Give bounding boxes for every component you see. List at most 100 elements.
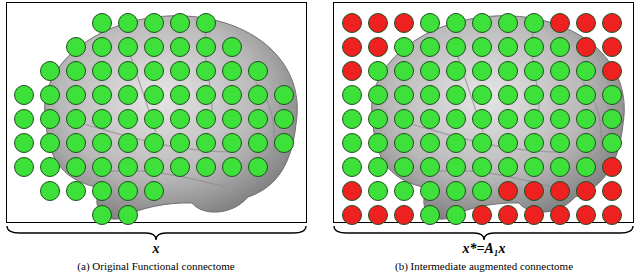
node-dot [171, 134, 190, 153]
node-dot [525, 134, 544, 153]
node-dot [369, 86, 388, 105]
node-dot [577, 62, 596, 81]
node-dot [577, 110, 596, 129]
brain-image [45, 16, 298, 219]
node-dot [171, 14, 190, 33]
node-dot [603, 86, 622, 105]
node-dot [499, 86, 518, 105]
node-dot [473, 62, 492, 81]
node-dot [525, 182, 544, 201]
node-dot [197, 110, 216, 129]
node-dot [93, 206, 112, 225]
node-dot [343, 62, 362, 81]
node-dot [551, 14, 570, 33]
node-dot [67, 182, 86, 201]
node-dot [499, 206, 518, 225]
node-dot [197, 62, 216, 81]
node-dot [603, 38, 622, 57]
node-dot [499, 62, 518, 81]
node-dot [171, 158, 190, 177]
node-dot [421, 182, 440, 201]
node-dot [223, 134, 242, 153]
node-dot [369, 110, 388, 129]
node-dot [577, 158, 596, 177]
caption: (b) Intermediate augmented connectome [395, 261, 573, 272]
node-dot [369, 182, 388, 201]
node-dot [145, 158, 164, 177]
node-dot [171, 38, 190, 57]
node-dot [93, 158, 112, 177]
node-dot [551, 134, 570, 153]
node-dot [145, 14, 164, 33]
node-dot [93, 134, 112, 153]
node-dot [603, 206, 622, 225]
node-dot [473, 14, 492, 33]
node-dot [447, 134, 466, 153]
node-dot [499, 14, 518, 33]
node-dot [551, 158, 570, 177]
node-dot [395, 134, 414, 153]
node-dot [499, 158, 518, 177]
node-dot [603, 134, 622, 153]
node-dot [41, 158, 60, 177]
node-dot [369, 14, 388, 33]
brace [7, 226, 306, 240]
node-dot [525, 14, 544, 33]
node-dot [119, 86, 138, 105]
node-dot [249, 86, 268, 105]
node-dot [395, 110, 414, 129]
caption: (a) Original Functional connectome [77, 261, 234, 272]
node-dot [275, 110, 294, 129]
node-dot [67, 134, 86, 153]
node-dot [223, 110, 242, 129]
node-dot [499, 110, 518, 129]
node-dot [93, 14, 112, 33]
node-dot [171, 110, 190, 129]
node-dot [473, 158, 492, 177]
node-dot [577, 86, 596, 105]
node-dot [447, 86, 466, 105]
node-dot [275, 134, 294, 153]
node-dot [447, 110, 466, 129]
node-dot [369, 158, 388, 177]
node-dot [41, 62, 60, 81]
node-dot [41, 86, 60, 105]
node-dot [577, 206, 596, 225]
node-dot [551, 86, 570, 105]
node-dot [499, 38, 518, 57]
node-dot [525, 38, 544, 57]
node-dot [577, 38, 596, 57]
node-dot [473, 38, 492, 57]
node-dot [447, 14, 466, 33]
node-dot [447, 62, 466, 81]
node-dot [447, 182, 466, 201]
math-symbol: x*=A₁x [462, 242, 505, 256]
node-dot [67, 86, 86, 105]
node-dot [197, 14, 216, 33]
node-dot [223, 86, 242, 105]
node-dot [119, 158, 138, 177]
node-dot [145, 62, 164, 81]
node-dot [421, 62, 440, 81]
node-dot [551, 182, 570, 201]
node-dot [93, 62, 112, 81]
node-dot [551, 38, 570, 57]
brace [334, 226, 633, 240]
node-dot [421, 206, 440, 225]
node-dot [603, 158, 622, 177]
node-dot [447, 158, 466, 177]
node-dot [473, 182, 492, 201]
node-dot [343, 182, 362, 201]
panel-frame [7, 3, 307, 223]
node-dot [223, 38, 242, 57]
node-dot [119, 62, 138, 81]
node-dot [343, 158, 362, 177]
node-dot [67, 158, 86, 177]
node-dot [197, 86, 216, 105]
node-dot [369, 206, 388, 225]
node-dot [15, 110, 34, 129]
node-dot [119, 206, 138, 225]
node-dot [93, 110, 112, 129]
